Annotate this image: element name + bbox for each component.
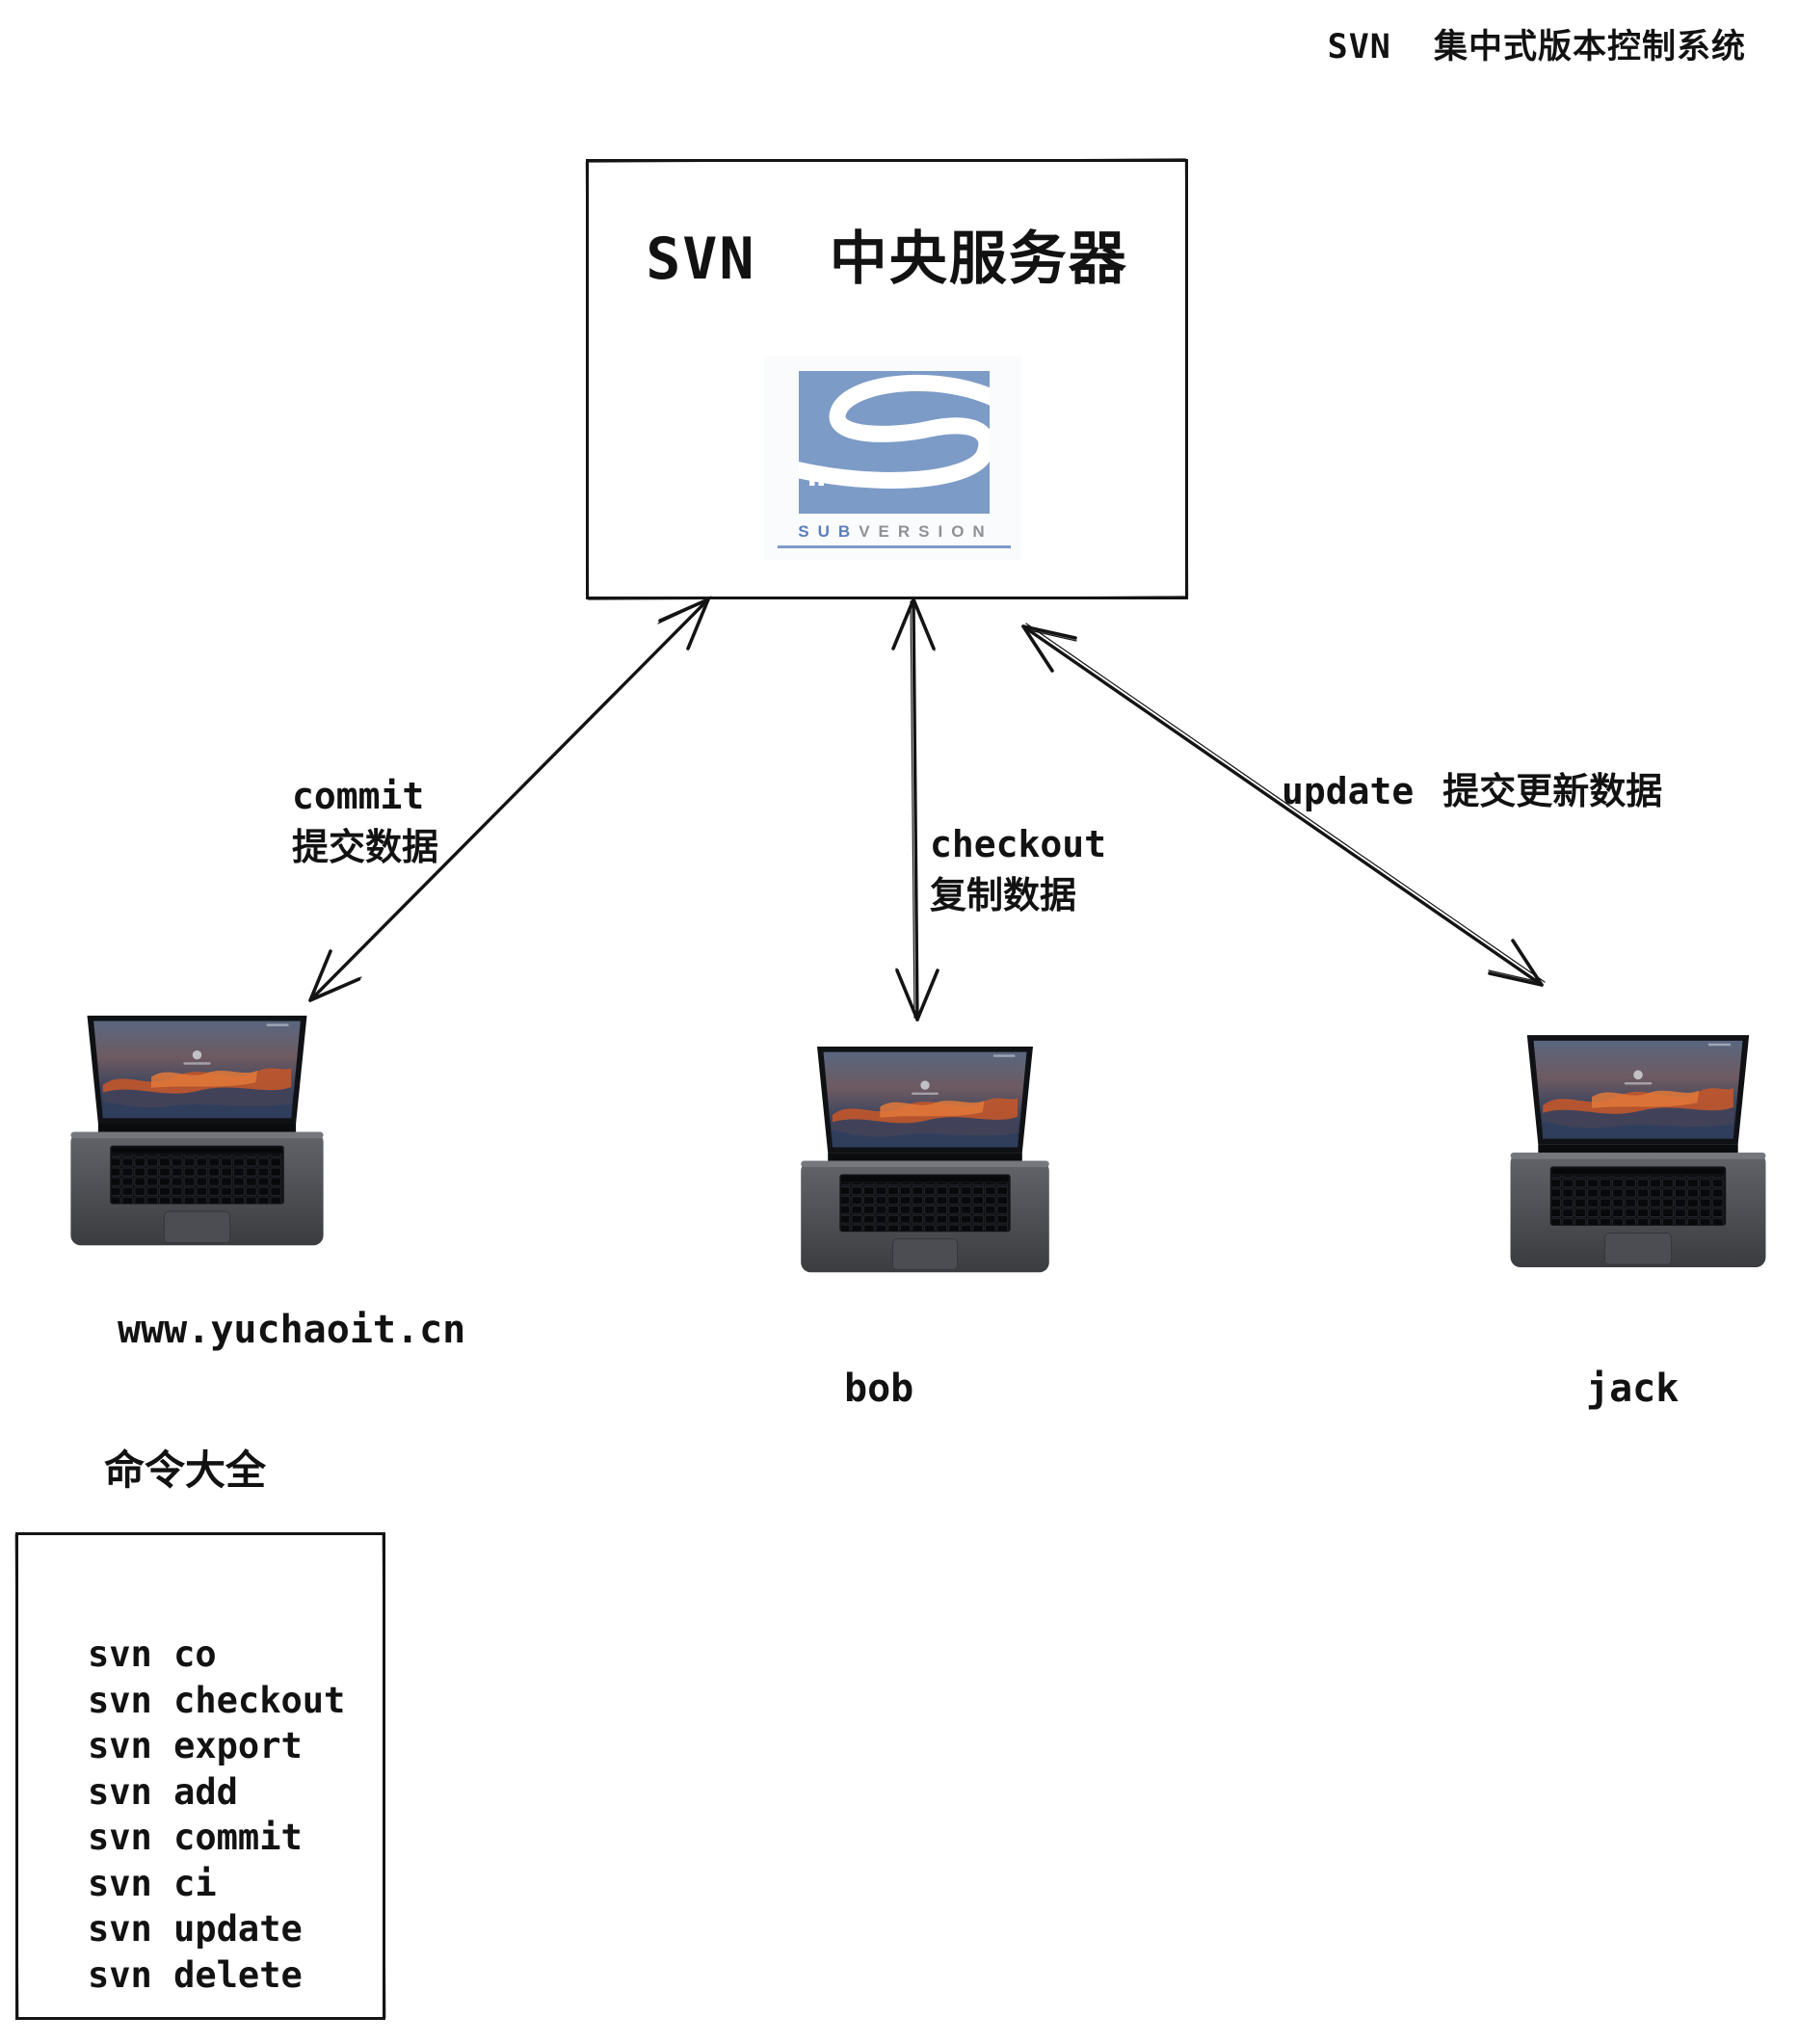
page-title: SVN 集中式版本控制系统	[1327, 28, 1746, 66]
label-checkout-zh: 复制数据	[930, 874, 1077, 916]
label-commit-en: commit	[292, 775, 425, 817]
wordmark-sub: SUB	[798, 522, 860, 541]
subversion-wordmark: SUBVERSION	[778, 522, 1014, 542]
label-update-zh: 提交更新数据	[1442, 770, 1663, 812]
label-commit: commit 提交数据	[292, 771, 438, 873]
commands-heading: 命令大全	[104, 1447, 267, 1493]
macbook-image	[800, 1046, 1050, 1273]
wordmark-version: VERSION	[859, 522, 993, 541]
label-commit-zh: 提交数据	[292, 826, 439, 868]
client-name-bob: bob	[844, 1367, 914, 1411]
macbook-image	[1510, 1034, 1766, 1268]
label-update-en: update	[1282, 770, 1415, 812]
client-name-jack: jack	[1586, 1367, 1680, 1411]
wordmark-underline	[778, 545, 1011, 548]
commands-list: svn co svn checkout svn export svn add s…	[88, 1632, 383, 1998]
server-title: SVN 中央服务器	[646, 226, 1128, 293]
server-box: SVN 中央服务器 SUBVERSION	[586, 159, 1188, 599]
laptop-yuchaoit	[60, 1012, 334, 1252]
laptop-bob	[790, 1043, 1060, 1279]
command-item: svn export	[88, 1725, 303, 1766]
subversion-logo: SUBVERSION	[764, 357, 1021, 560]
command-item: svn ci	[88, 1862, 217, 1904]
command-item: svn co	[88, 1633, 217, 1675]
macbook-image	[69, 1015, 325, 1246]
client-name-yuchaoit: www.yuchaoit.cn	[118, 1308, 466, 1352]
arrow-checkout	[891, 597, 939, 1022]
subversion-logo-mark	[799, 371, 990, 514]
label-checkout-en: checkout	[930, 823, 1107, 865]
command-item: svn delete	[88, 1953, 303, 1996]
commands-box: svn co svn checkout svn export svn add s…	[15, 1532, 385, 2020]
command-item: svn update	[88, 1908, 303, 1950]
command-item: svn commit	[88, 1817, 303, 1858]
command-item: svn add	[88, 1770, 238, 1813]
command-item: svn checkout	[88, 1679, 346, 1721]
label-checkout: checkout 复制数据	[930, 819, 1106, 921]
laptop-jack	[1499, 1031, 1777, 1274]
label-update: update 提交更新数据	[1282, 766, 1662, 817]
